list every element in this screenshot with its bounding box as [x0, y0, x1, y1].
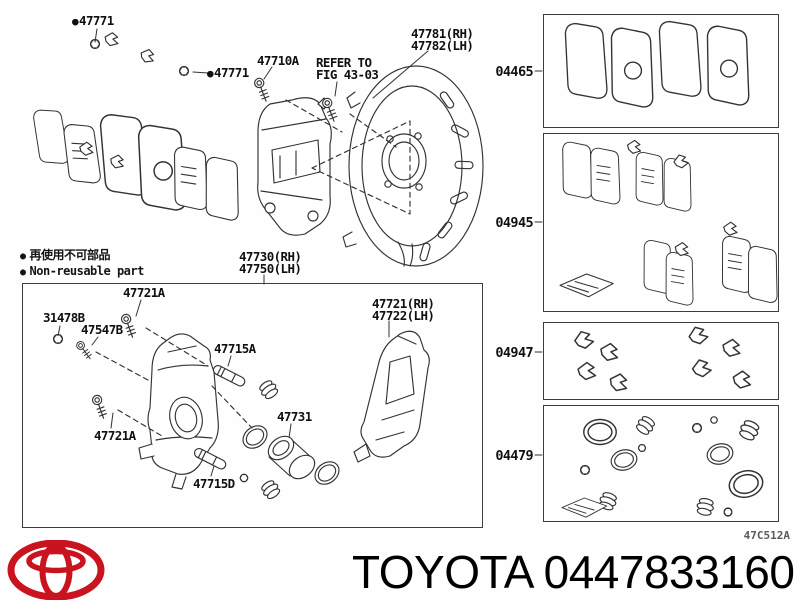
nonreusable-bullet-icon: ●: [20, 251, 26, 262]
caliper-assembly-art: [248, 75, 344, 236]
nonreusable-bullet-icon: ●: [207, 67, 214, 80]
nonreusable-bullet-icon: ●: [20, 267, 26, 278]
part-label-47721: 47721(RH) 47722(LH): [372, 296, 435, 323]
kit-box-04465: [543, 14, 779, 128]
fitting-clip-icon: [138, 46, 158, 66]
part-label-47715A: 47715A: [214, 341, 256, 356]
part-label-47781: 47781(RH) 47782(LH): [411, 26, 474, 53]
caliper-detail-art: [52, 311, 430, 502]
part-label-47730: 47730(RH) 47750(LH): [239, 249, 302, 276]
footer-part-title: TOYOTA 0447833160: [352, 545, 795, 599]
legend-jp: ●再使用不可部品: [20, 248, 111, 262]
part-label-31478B: 31478B: [43, 310, 85, 325]
kit-code-04947: 04947: [495, 345, 533, 361]
part-label-47721A-top: 47721A: [123, 285, 165, 300]
alignment-dashes-box: [95, 327, 253, 437]
part-label-47710A: 47710A: [257, 53, 299, 68]
nonreusable-bullet-icon: ●: [72, 15, 79, 28]
brake-pad-stack-art: [28, 30, 243, 223]
kit-code-04479: 04479: [495, 448, 533, 464]
kit-box-04945: [543, 133, 779, 312]
bracket-47721-icon: [353, 330, 430, 463]
part-label-47771-top: ●47771: [72, 13, 114, 28]
leader-lines: [57, 28, 543, 477]
part-label-47731: 47731: [277, 409, 312, 424]
legend: ●再使用不可部品 ●Non-reusable part: [20, 248, 144, 280]
fitting-clip-icon: [102, 30, 121, 48]
part-label-47547B: 47547B: [81, 322, 123, 337]
kit-box-04947: [543, 322, 779, 400]
caliper-bolt-icon: [248, 75, 276, 103]
kit-box-04479: [543, 405, 779, 522]
part-label-47771-mid: ●47771: [207, 65, 249, 80]
toyota-logo-icon: [7, 540, 105, 600]
pad-striped-icon: [170, 145, 211, 212]
figure-code: 47C512A: [743, 529, 790, 542]
brand-text: TOYOTA: [352, 546, 532, 598]
part-number-text: 0447833160: [543, 546, 795, 598]
refer-note: REFER TO FIG 43-03: [316, 55, 379, 82]
kit-code-04465: 04465: [495, 64, 533, 80]
part-label-47715D: 47715D: [193, 476, 235, 491]
wear-indicator-icon: [178, 65, 190, 77]
caliper-detail-box: [22, 283, 483, 528]
legend-en: ●Non-reusable part: [20, 264, 144, 278]
pad-icon: [201, 155, 243, 223]
alignment-dashes-top: [285, 99, 411, 215]
part-label-47721A-bottom: 47721A: [94, 428, 136, 443]
dust-shield-art: [342, 65, 484, 267]
piston-47731-icon: [267, 435, 316, 480]
kit-code-04945: 04945: [495, 215, 533, 231]
